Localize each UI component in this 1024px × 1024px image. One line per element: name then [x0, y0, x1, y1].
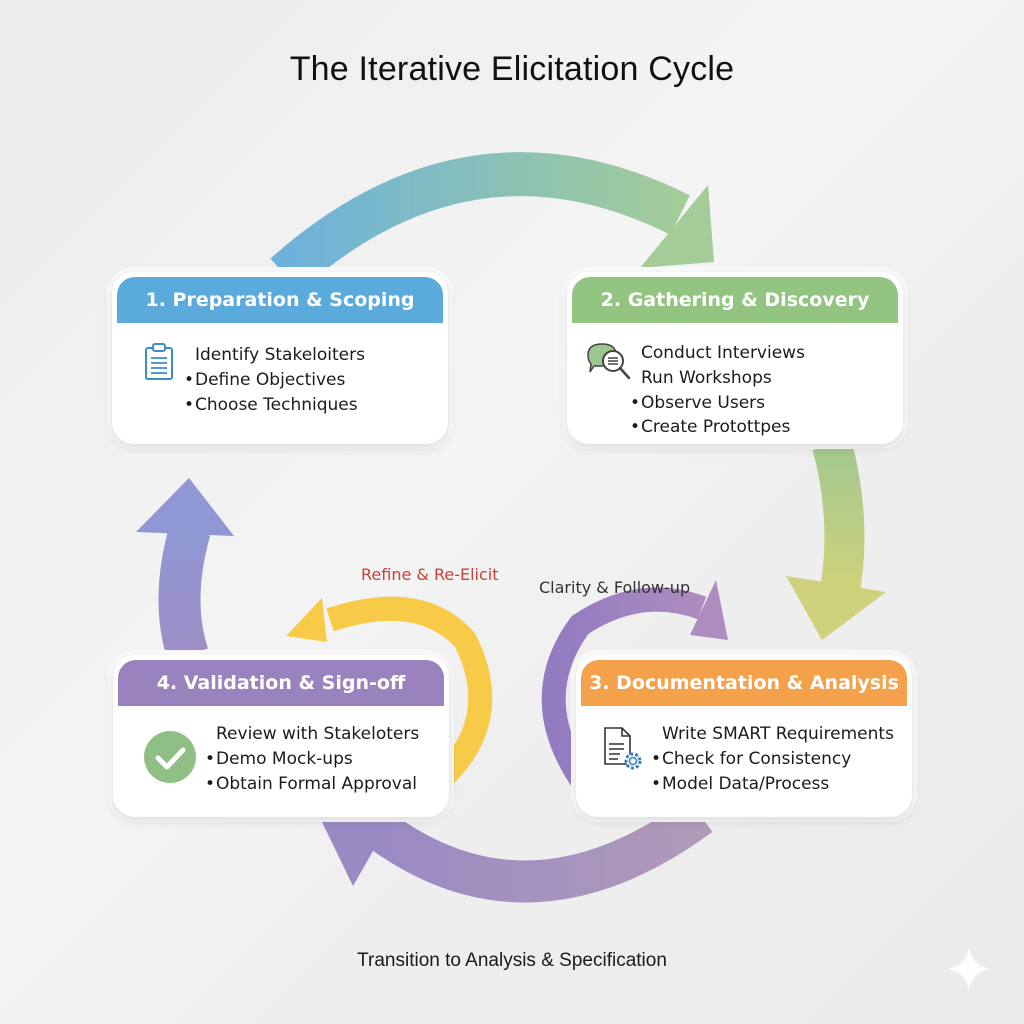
arrow-3-to-4 — [367, 798, 713, 903]
arrow-1-to-2 — [270, 152, 690, 292]
stage-items: Review with Stakeloters •Demo Mock-ups •… — [205, 722, 419, 797]
sparkle-icon — [947, 947, 991, 991]
followup-loop-arc — [541, 587, 707, 792]
stage-item: •Check for Consistency — [651, 749, 852, 769]
stage-header: 4. Validation & Sign-off — [118, 660, 444, 706]
stage-item: •Model Data/Process — [651, 774, 830, 794]
document-gear-icon — [604, 727, 642, 770]
stage-item: Run Workshops — [641, 368, 772, 388]
arrow-3-to-4-head — [322, 818, 392, 886]
stage-item: •Create Protottpes — [630, 417, 791, 437]
stage-items: Conduct Interviews Run Workshops •Observ… — [630, 341, 805, 439]
stage-card-validation: 4. Validation & Sign-off Review with Sta… — [113, 655, 449, 817]
arrow-4-to-1-head — [136, 478, 234, 536]
refine-loop-arc — [326, 596, 493, 789]
stage-item: •Demo Mock-ups — [205, 749, 353, 769]
arrow-2-to-3 — [812, 439, 865, 594]
stage-card-documentation: 3. Documentation & Analysis Write SMART … — [576, 655, 912, 817]
chat-search-icon — [587, 343, 631, 380]
diagram-title: The Iterative Elicitation Cycle — [289, 50, 735, 88]
footer-caption: Transition to Analysis & Specification — [357, 950, 667, 971]
refine-loop-label: Refine & Re-Elicit — [361, 565, 499, 584]
stage-item: Conduct Interviews — [641, 343, 805, 363]
stage-items: Write SMART Requirements •Check for Cons… — [651, 722, 894, 797]
stage-header: 1. Preparation & Scoping — [117, 277, 443, 323]
stage-item: Identify Stakeloiters — [195, 345, 365, 365]
stage-card-preparation: 1. Preparation & Scoping Identify Stakel… — [112, 272, 448, 444]
stage-header: 2. Gathering & Discovery — [572, 277, 898, 323]
followup-loop-head — [690, 580, 728, 640]
stage-item: Review with Stakeloters — [216, 724, 420, 744]
stage-items: Identify Stakeloiters •Define Objectives… — [184, 343, 365, 418]
clipboard-icon — [145, 343, 173, 380]
refine-loop-head — [286, 598, 327, 642]
stage-item: •Observe Users — [630, 393, 766, 413]
checkmark-circle-icon — [144, 731, 196, 783]
arrow-2-to-3-head — [786, 576, 886, 640]
stage-item: •Define Objectives — [184, 370, 346, 390]
stage-header: 3. Documentation & Analysis — [581, 660, 907, 706]
arrow-4-to-1 — [158, 524, 211, 662]
arrow-1-to-2-head — [640, 185, 714, 268]
stage-item: •Choose Techniques — [184, 395, 358, 415]
followup-loop-label: Clarity & Follow-up — [539, 578, 691, 597]
stage-item: •Obtain Formal Approval — [205, 774, 417, 794]
stage-card-gathering: 2. Gathering & Discovery Conduct Intervi… — [567, 272, 903, 444]
stage-item: Write SMART Requirements — [662, 724, 894, 744]
